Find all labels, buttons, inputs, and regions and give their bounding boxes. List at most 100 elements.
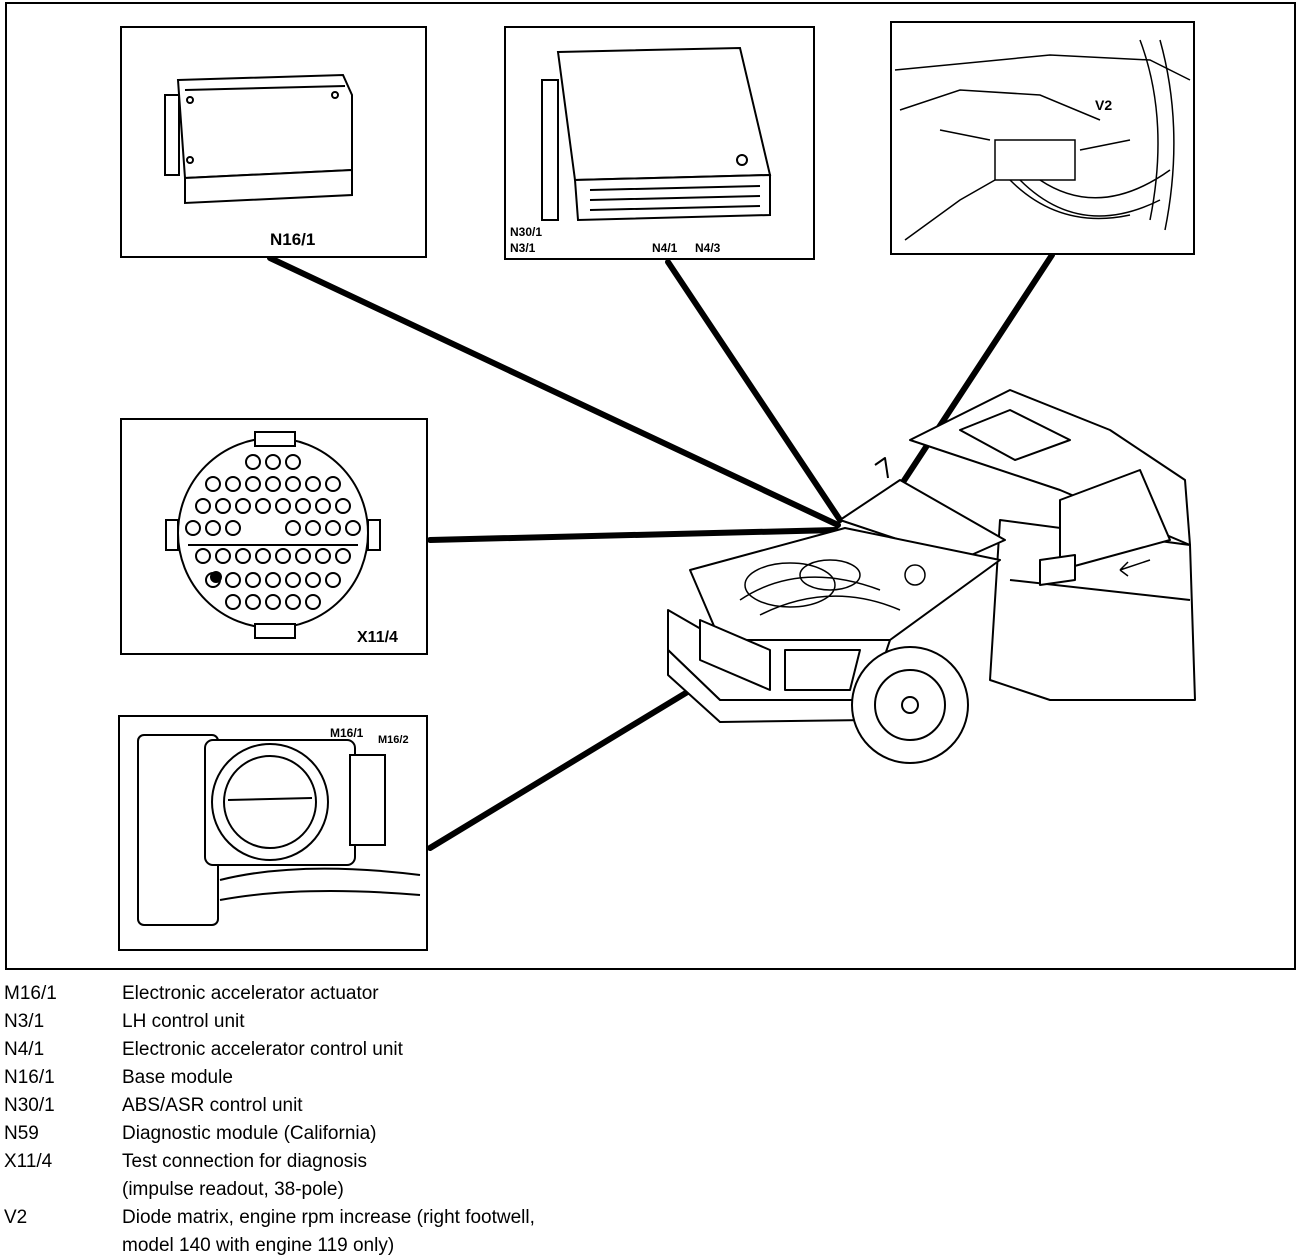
connector-pin xyxy=(205,520,221,536)
legend-code: V2 xyxy=(4,1207,28,1228)
footwell-wiring-drawing xyxy=(894,39,1191,241)
connector-pin xyxy=(325,572,341,588)
connector-pin xyxy=(225,572,241,588)
connector-pin xyxy=(315,548,331,564)
legend-description: Diagnostic module (California) xyxy=(122,1123,377,1144)
legend-description: Test connection for diagnosis xyxy=(122,1151,368,1172)
legend-row: N3/1 LH control unit xyxy=(4,1008,904,1036)
connector-pin xyxy=(215,548,231,564)
connector-pin xyxy=(295,548,311,564)
connector-pin xyxy=(215,498,231,514)
throttle-body-drawing xyxy=(137,734,421,926)
legend-row: M16/1 Electronic accelerator actuator xyxy=(4,980,904,1008)
legend-code xyxy=(4,1176,122,1204)
connector-pin xyxy=(255,548,271,564)
legend-row: model 140 with engine 119 only) xyxy=(4,1232,904,1260)
legend-row: X11/4 Test connection for diagnosis xyxy=(4,1148,904,1176)
legend-row: V2 Diode matrix, engine rpm increase (rig… xyxy=(4,1204,904,1232)
connector-pin xyxy=(245,594,261,610)
leader-x11 xyxy=(427,527,839,543)
engine-detail xyxy=(739,559,926,616)
connector-pin xyxy=(235,548,251,564)
leader-n30 xyxy=(665,259,843,523)
legend-row: N16/1 Base module xyxy=(4,1064,904,1092)
connector-pin xyxy=(295,498,311,514)
connector-pin xyxy=(345,520,361,536)
legend-code: X11/4 xyxy=(4,1151,53,1172)
legend-description: LH control unit xyxy=(122,1011,245,1032)
connector-pin xyxy=(285,594,301,610)
legend-row: N30/1 ABS/ASR control unit xyxy=(4,1092,904,1120)
label-n16: N16/1 xyxy=(270,230,315,249)
connector-pin xyxy=(305,520,321,536)
connector-pin xyxy=(185,520,201,536)
connector-pins xyxy=(185,454,361,610)
connector-pin xyxy=(195,548,211,564)
connector-pin-marker xyxy=(210,571,222,583)
base-module-drawing xyxy=(164,73,353,205)
label-m161: M16/1 xyxy=(330,726,364,740)
connector-pin xyxy=(245,476,261,492)
legend-description: Diode matrix, engine rpm increase (right… xyxy=(122,1207,535,1228)
legend-code: M16/1 xyxy=(4,983,57,1004)
legend-description: ABS/ASR control unit xyxy=(122,1095,303,1116)
connector-pin xyxy=(305,572,321,588)
label-n43: N4/3 xyxy=(695,241,721,255)
legend-description: Electronic accelerator control unit xyxy=(122,1039,403,1060)
legend-code: N16/1 xyxy=(4,1067,55,1088)
leader-n16 xyxy=(267,255,841,528)
legend-description: (impulse readout, 38-pole) xyxy=(122,1179,344,1200)
component-location-diagram: N16/1 N30/1 N3/1 N4/1 N4/3 V2 xyxy=(118,21,1196,951)
connector-pin xyxy=(285,454,301,470)
label-m162: M16/2 xyxy=(378,734,409,746)
label-n30: N30/1 xyxy=(510,225,542,239)
connector-pin xyxy=(195,498,211,514)
legend-code: N59 xyxy=(4,1123,39,1144)
connector-pin xyxy=(265,476,281,492)
legend-description: Electronic accelerator actuator xyxy=(122,983,379,1004)
vehicle-illustration xyxy=(667,389,1196,764)
panel-m16-actuator: M16/1 M16/2 xyxy=(118,715,428,951)
connector-pin xyxy=(305,594,321,610)
connector-pin xyxy=(225,520,241,536)
connector-pin xyxy=(265,454,281,470)
panel-n16-base-module: N16/1 xyxy=(120,26,427,258)
label-n4: N4/1 xyxy=(652,241,678,255)
legend-code: N4/1 xyxy=(4,1039,45,1060)
connector-pin xyxy=(225,594,241,610)
control-unit-drawing xyxy=(541,46,772,222)
connector-pin xyxy=(275,548,291,564)
connector-pin xyxy=(265,572,281,588)
connector-pin xyxy=(305,476,321,492)
connector-pin xyxy=(325,476,341,492)
connector-pin xyxy=(225,476,241,492)
connector-pin xyxy=(265,594,281,610)
legend-row: N4/1 Electronic accelerator control unit xyxy=(4,1036,904,1064)
legend-row: (impulse readout, 38-pole) xyxy=(4,1176,904,1204)
panel-control-units: N30/1 N3/1 N4/1 N4/3 xyxy=(504,26,815,260)
diagram-frame xyxy=(5,2,1296,970)
leader-v2 xyxy=(885,252,1055,508)
connector-pin xyxy=(245,454,261,470)
connector-pin xyxy=(335,548,351,564)
connector-pin xyxy=(325,520,341,536)
legend-code: N3/1 xyxy=(4,1011,45,1032)
label-n3: N3/1 xyxy=(510,241,536,255)
connector-pin xyxy=(335,498,351,514)
connector-pin xyxy=(255,498,271,514)
connector-pin xyxy=(285,572,301,588)
connector-pin xyxy=(235,498,251,514)
connector-pin xyxy=(285,476,301,492)
legend-description: model 140 with engine 119 only) xyxy=(122,1235,395,1256)
legend-description: Base module xyxy=(122,1067,233,1088)
connector-pin xyxy=(285,520,301,536)
panel-v2-diode-matrix: V2 xyxy=(890,21,1195,255)
label-x11: X11/4 xyxy=(357,629,398,646)
panel-x11-test-connection: X11/4 xyxy=(120,418,428,655)
connector-pin xyxy=(245,572,261,588)
connector-pin xyxy=(275,498,291,514)
connector-pin xyxy=(315,498,331,514)
connector-pin xyxy=(205,476,221,492)
legend-code: N30/1 xyxy=(4,1095,55,1116)
